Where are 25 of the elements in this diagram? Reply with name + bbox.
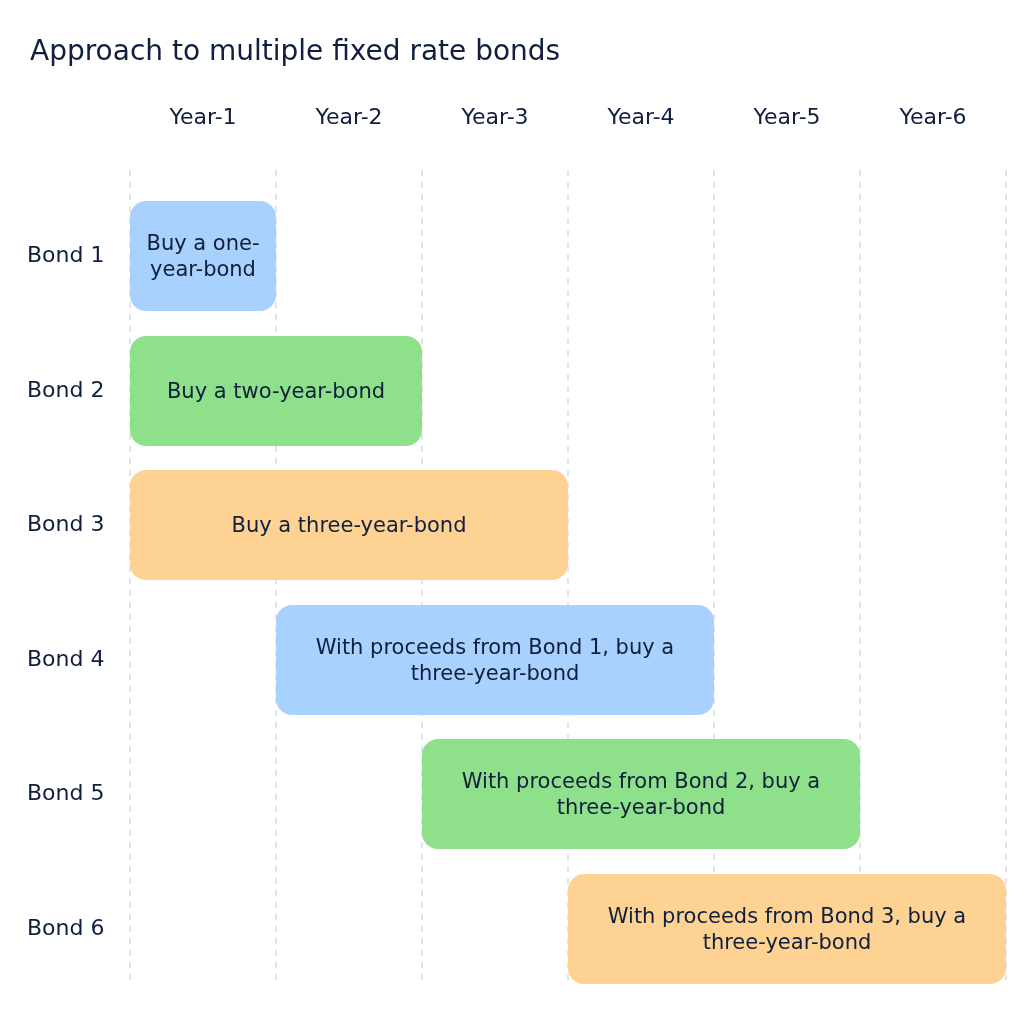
year-header: Year-1 <box>169 104 237 129</box>
bar-label: Buy a three-year-bond <box>231 512 467 539</box>
year-header: Year-6 <box>899 104 967 129</box>
year-header: Year-5 <box>753 104 821 129</box>
year-header: Year-3 <box>461 104 529 129</box>
timeline-bar <box>130 335 422 446</box>
bar-label: With proceeds from Bond 2, buy a three-year-bond <box>461 768 821 821</box>
timeline-bar <box>276 604 714 715</box>
bar-label: Buy a two-year-bond <box>166 377 386 404</box>
timeline-bar <box>130 470 568 581</box>
bar-label: With proceeds from Bond 1, buy a three-year-bond <box>315 633 675 686</box>
timeline-bar <box>130 201 276 311</box>
year-header: Year-4 <box>607 104 675 129</box>
timeline-bar <box>568 874 1006 984</box>
row-label: Bond 1 <box>27 242 105 267</box>
row-label: Bond 5 <box>27 780 105 806</box>
bar-label: With proceeds from Bond 3, buy a three-year-bond <box>607 903 967 955</box>
row-label: Bond 4 <box>27 645 105 671</box>
timeline-bar <box>422 739 860 850</box>
row-label: Bond 6 <box>27 915 105 940</box>
year-header: Year-2 <box>315 104 383 129</box>
row-label: Bond 3 <box>27 511 105 537</box>
row-label: Bond 2 <box>27 376 105 402</box>
bar-label: Buy a one-year-bond <box>145 230 261 282</box>
chart-title: Approach to multiple fixed rate bonds <box>30 34 561 67</box>
